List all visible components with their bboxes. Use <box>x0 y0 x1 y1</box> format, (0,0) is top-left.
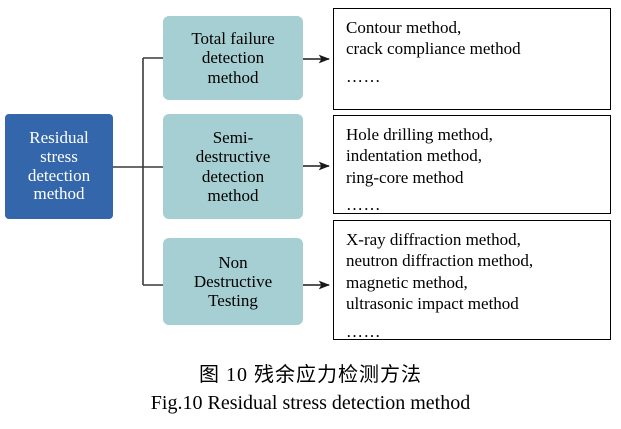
category-node-total-failure-detection: Total failure detection method <box>163 16 303 100</box>
category-node-label: Total failure detection method <box>191 29 275 87</box>
root-node-label: Residual stress detection method <box>27 128 91 204</box>
detail-line: X-ray diffraction method, <box>346 230 521 249</box>
detail-line: Hole drilling method, <box>346 125 493 144</box>
detail-box-total-failure-methods: Contour method, crack compliance method … <box>333 8 611 110</box>
figure-caption-english: Fig.10 Residual stress detection method <box>150 392 471 414</box>
detail-ellipsis: …… <box>346 66 381 86</box>
detail-box-non-destructive-methods: X-ray diffraction method, neutron diffra… <box>333 220 611 341</box>
detail-line: Contour method, <box>346 18 462 37</box>
category-node-label: Semi- destructive detection method <box>195 128 271 205</box>
detail-line: ring-core method <box>346 167 464 187</box>
root-node-residual-stress: Residual stress detection method <box>5 114 113 219</box>
detail-line: magnetic method, <box>346 272 468 292</box>
category-node-semi-destructive-detection: Semi- destructive detection method <box>163 114 303 219</box>
detail-line: ultrasonic impact method <box>346 294 519 314</box>
category-node-label: Non Destructive Testing <box>193 252 273 311</box>
detail-ellipsis: …… <box>346 195 381 215</box>
detail-line: crack compliance method <box>346 39 521 59</box>
detail-line: indentation method, <box>346 146 482 166</box>
detail-line: neutron diffraction method, <box>346 251 534 271</box>
category-node-non-destructive-testing: Non Destructive Testing <box>163 238 303 325</box>
detail-ellipsis: …… <box>346 321 381 341</box>
detail-box-semi-destructive-methods: Hole drilling method, indentation method… <box>333 115 611 214</box>
figure-caption-chinese: 图 10 残余应力检测方法 <box>199 364 422 386</box>
